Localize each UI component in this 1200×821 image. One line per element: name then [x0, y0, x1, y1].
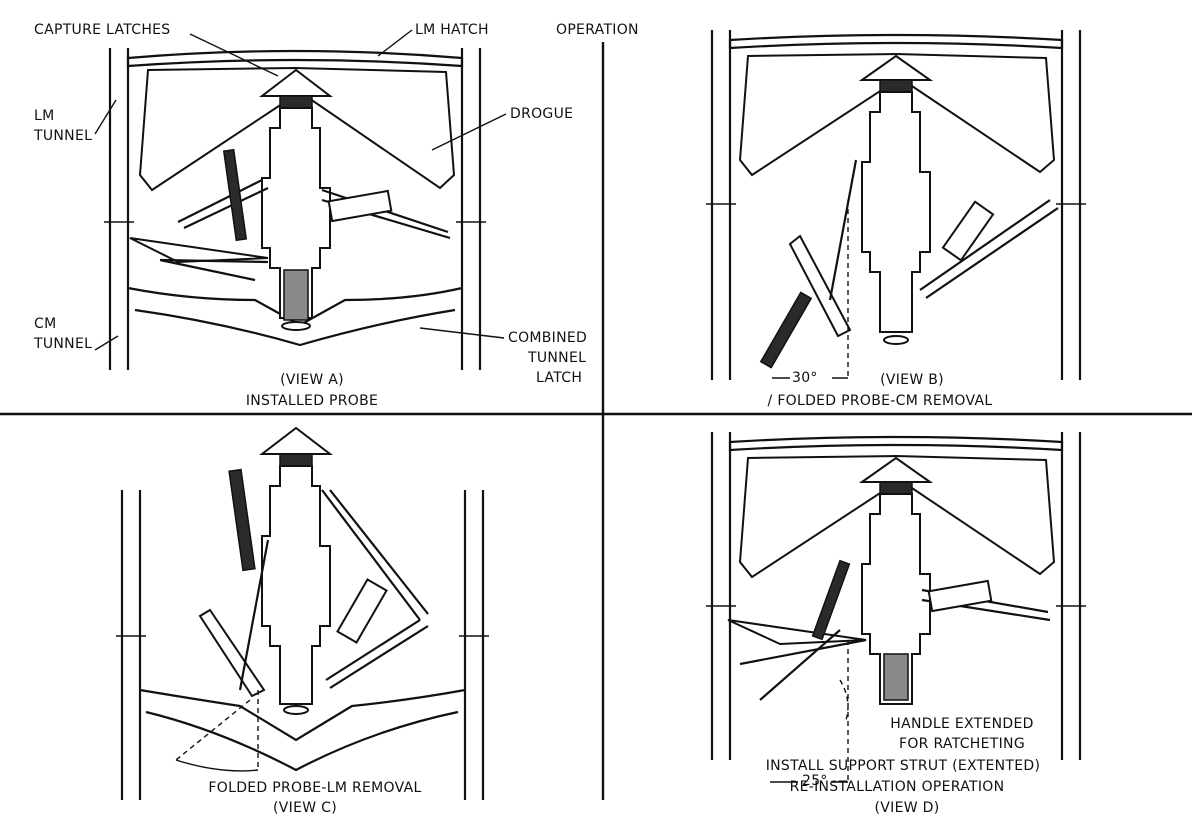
view-a-probe-foot	[281, 321, 311, 331]
label-combined-3: LATCH	[536, 370, 582, 386]
view-b-upper-strut	[828, 159, 858, 301]
view-d-handle-note-1: HANDLE EXTENDED	[890, 716, 1033, 732]
view-a-drogue	[138, 66, 456, 192]
view-b-left-tunnel-wall	[710, 30, 732, 380]
view-a-actuator	[327, 189, 393, 223]
view-a-caption: INSTALLED PROBE	[246, 393, 378, 409]
view-d-angle: 25°	[802, 773, 828, 789]
view-b-right-arm	[919, 199, 1059, 299]
view-b-angle: 30°	[792, 370, 818, 386]
view-c-drawing	[116, 426, 489, 800]
view-b-drogue	[738, 52, 1056, 177]
view-d-centerline	[839, 640, 849, 780]
view-c-support-strut	[228, 468, 256, 572]
view-c-probe-head	[259, 426, 333, 455]
view-b-drawing	[706, 30, 1086, 380]
view-d-drawing	[706, 432, 1086, 780]
view-a-lm-hatch	[126, 49, 464, 68]
view-d-right-tunnel-wall	[1060, 432, 1082, 760]
view-b-folded-link	[788, 234, 852, 338]
view-a-support-strut	[222, 148, 248, 242]
leader-lm-tunnel	[94, 99, 117, 135]
view-a-handle	[159, 258, 269, 282]
view-b-probe-foot	[883, 335, 909, 345]
view-c-probe-cylinder	[261, 465, 331, 705]
leader-cm-tunnel	[94, 335, 119, 351]
label-drogue: DROGUE	[510, 106, 573, 122]
view-b-folded-strut	[759, 291, 813, 369]
label-combined-2: TUNNEL	[527, 350, 586, 366]
view-a-lower-link	[129, 237, 269, 264]
view-d-label: (VIEW D)	[875, 800, 940, 816]
view-c-latch-upper	[139, 688, 466, 742]
view-d-hatch	[728, 435, 1064, 452]
view-a-probe-spring	[279, 95, 313, 109]
view-a-drawing	[104, 48, 486, 370]
label-cm-tunnel-2: TUNNEL	[33, 336, 92, 352]
label-cm-tunnel-1: CM	[34, 316, 56, 332]
view-a-latch-lower	[134, 308, 456, 347]
view-b-label: (VIEW B)	[880, 372, 944, 388]
view-d-probe-spring	[879, 481, 913, 495]
view-c-folded-link	[198, 608, 266, 698]
view-d-operation-note: RE-INSTALLATION OPERATION	[790, 779, 1005, 795]
view-a-probe-base	[283, 269, 309, 321]
view-d-left-tunnel-wall	[710, 432, 732, 760]
view-c-arc	[175, 759, 259, 772]
view-a-probe-cylinder	[261, 107, 331, 319]
label-capture-latches: CAPTURE LATCHES	[34, 22, 171, 38]
view-d-handle	[739, 629, 867, 701]
view-b-actuator	[941, 200, 995, 262]
view-a-latch-upper	[127, 286, 463, 327]
view-d-probe-base	[883, 653, 909, 701]
view-c-right-tunnel-wall	[463, 490, 485, 800]
view-a-label: (VIEW A)	[280, 372, 344, 388]
view-c-actuator	[336, 578, 388, 644]
view-c-left-tunnel-wall	[120, 490, 142, 800]
view-c-label: (VIEW C)	[273, 800, 337, 816]
leader-combined-latch	[419, 327, 505, 339]
view-d-handle-note-2: FOR RATCHETING	[899, 736, 1025, 752]
view-c-right-arm-upper	[321, 489, 429, 621]
view-c-probe-spring	[279, 453, 313, 467]
view-d-probe-cylinder	[861, 493, 931, 705]
label-lm-tunnel-2: TUNNEL	[33, 128, 92, 144]
view-d-support-strut	[811, 559, 851, 641]
view-b-probe-spring	[879, 79, 913, 93]
label-operation: OPERATION	[556, 22, 639, 38]
view-d-lower-link	[727, 619, 867, 646]
view-c-right-arm-lower	[325, 619, 429, 689]
view-c-lower-strut	[238, 539, 270, 691]
view-c-latch-lower	[145, 710, 459, 772]
view-a-left-arm	[177, 179, 269, 229]
view-d-drogue	[738, 454, 1056, 579]
view-d-actuator	[927, 579, 993, 613]
view-b-right-tunnel-wall	[1060, 30, 1082, 380]
view-c-probe-foot	[283, 705, 309, 715]
view-d-install-note: INSTALL SUPPORT STRUT (EXTENTED)	[766, 758, 1041, 774]
view-a-right-tunnel-wall	[460, 48, 482, 370]
leader-drogue	[431, 113, 507, 151]
view-a-left-tunnel-wall	[108, 48, 130, 370]
view-c-caption: FOLDED PROBE-LM REMOVAL	[208, 780, 421, 796]
leader-lm-hatch	[377, 29, 413, 57]
label-combined-1: COMBINED	[508, 330, 587, 346]
leader-capture-latches	[189, 33, 279, 77]
view-b-hatch	[728, 33, 1064, 50]
label-lm-tunnel-1: LM	[34, 108, 54, 124]
view-c-guides	[175, 690, 259, 770]
view-b-caption: / FOLDED PROBE-CM REMOVAL	[768, 393, 993, 409]
label-lm-hatch: LM HATCH	[415, 22, 489, 38]
view-b-probe-cylinder	[861, 91, 931, 333]
